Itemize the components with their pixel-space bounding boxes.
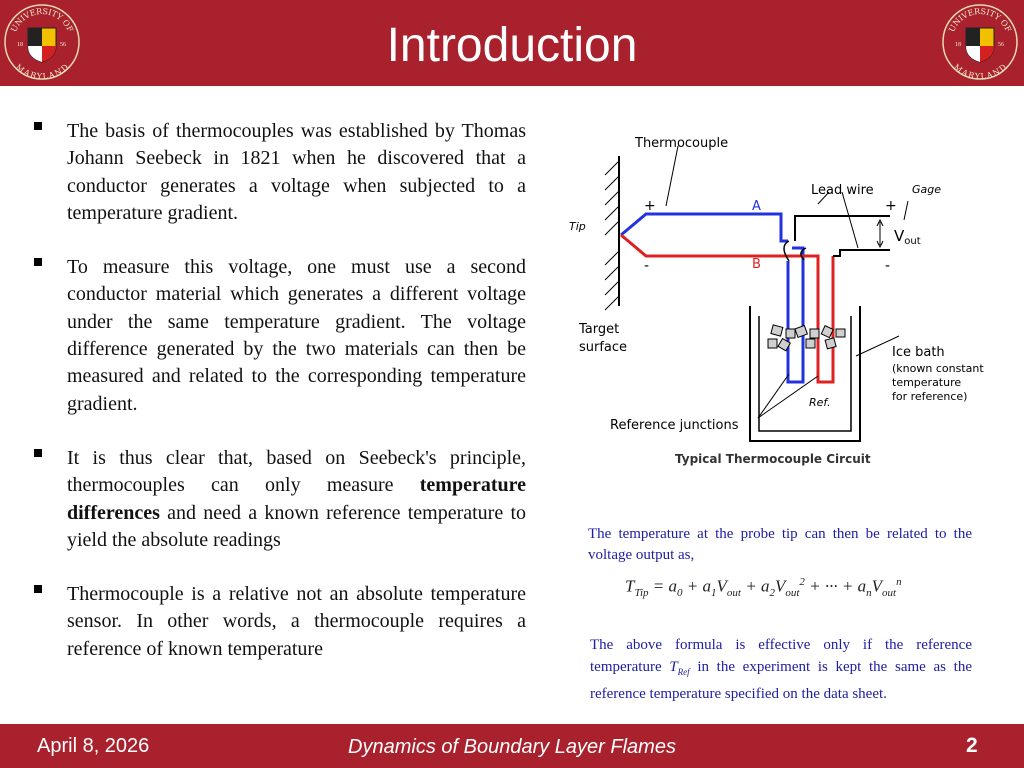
- university-seal-icon: UNIVERSITY OF MARYLAND 18 56: [4, 4, 80, 80]
- bullet-square-icon: [34, 122, 42, 130]
- label-plus: +: [644, 198, 656, 214]
- label-ice-note: for reference): [892, 390, 967, 403]
- bullet-item: The basis of thermocouples was establish…: [34, 118, 526, 227]
- reference-temperature-note: The above formula is effective only if t…: [590, 637, 973, 702]
- bullet-square-icon: [34, 448, 42, 457]
- footer-date: April 8, 2026: [37, 735, 150, 757]
- bullet-square-icon: [34, 258, 42, 267]
- label-minus: -: [644, 258, 649, 274]
- bullet-item: It is thus clear that, based on Seebeck'…: [34, 445, 526, 554]
- thermocouple-circuit-diagram: Thermocouple Lead wire Gage Tip A B + - …: [569, 136, 984, 466]
- svg-text:56: 56: [60, 42, 66, 48]
- label-wire-b: B: [752, 257, 761, 272]
- label-surface: surface: [579, 340, 627, 355]
- header-bar: UNIVERSITY OF MARYLAND 18 56 Introductio…: [0, 0, 1024, 86]
- label-ice-note: (known constant: [892, 362, 984, 375]
- footer-bar: April 8, 2026 Dynamics of Boundary Layer…: [0, 724, 1024, 768]
- label-lead-wire: Lead wire: [811, 183, 874, 198]
- page-number: 2: [966, 734, 978, 757]
- bullet-item: To measure this voltage, one must use a …: [34, 254, 526, 418]
- label-vout: Vout: [894, 227, 921, 247]
- bullet-text: To measure this voltage, one must use a …: [67, 256, 526, 415]
- label-thermocouple: Thermocouple: [634, 136, 728, 151]
- label-ice-note: temperature: [892, 376, 961, 389]
- bullet-list: The basis of thermocouples was establish…: [34, 118, 526, 690]
- footer-title: Dynamics of Boundary Layer Flames: [348, 736, 676, 758]
- formula-intro-note: The temperature at the probe tip can the…: [588, 526, 972, 563]
- label-plus: +: [885, 198, 897, 214]
- bullet-text: Thermocouple is a relative not an absolu…: [67, 583, 526, 660]
- bullet-square-icon: [34, 585, 42, 594]
- label-minus: -: [885, 258, 890, 274]
- label-tip: Tip: [569, 220, 586, 233]
- university-seal-icon: UNIVERSITY OF MARYLAND 18 56: [942, 4, 1018, 80]
- label-wire-a: A: [752, 199, 761, 214]
- diagram-caption: Typical Thermocouple Circuit: [675, 452, 871, 466]
- svg-text:18: 18: [955, 42, 961, 48]
- svg-text:56: 56: [998, 42, 1004, 48]
- svg-text:18: 18: [17, 42, 23, 48]
- label-target: Target: [578, 322, 619, 337]
- temperature-formula: TTip = a0 + a1Vout + a2Vout2 + ··· + anV…: [625, 576, 902, 600]
- label-ice-bath: Ice bath: [892, 345, 945, 360]
- bullet-text: It is thus clear that, based on Seebeck'…: [67, 446, 526, 551]
- label-gage: Gage: [912, 183, 941, 196]
- bold-term: temperature differences: [67, 474, 526, 524]
- bullet-text: The basis of thermocouples was establish…: [67, 120, 526, 224]
- bullet-item: Thermocouple is a relative not an absolu…: [34, 581, 526, 663]
- slide-title: Introduction: [386, 19, 638, 72]
- label-ref: Ref.: [809, 396, 831, 409]
- label-reference-junctions: Reference junctions: [610, 418, 739, 433]
